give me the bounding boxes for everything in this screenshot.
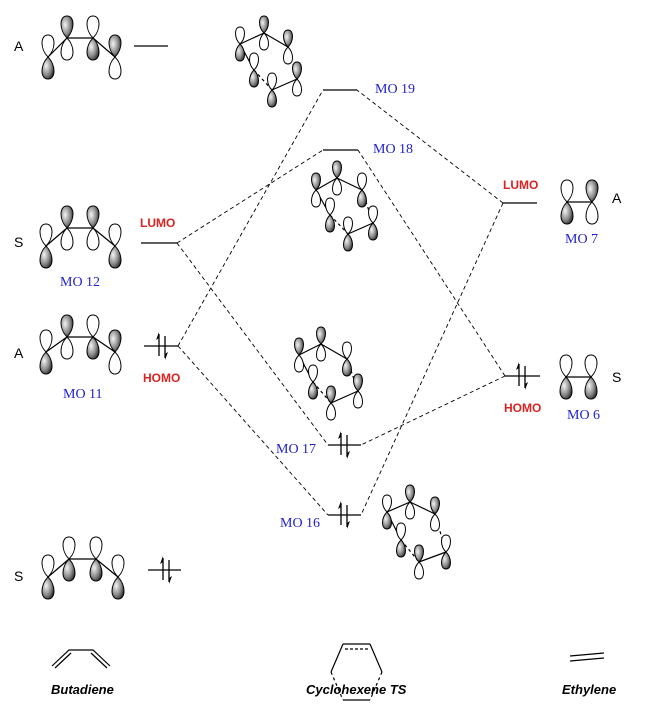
ts-orbital-mo18 bbox=[311, 160, 378, 252]
frontier-label: HOMO bbox=[143, 371, 180, 385]
correlation-homo-mo16 bbox=[177, 345, 329, 516]
frontier-label: LUMO bbox=[503, 178, 538, 192]
butadiene-orbital-homo bbox=[39, 314, 122, 375]
mo-label: MO 19 bbox=[375, 82, 415, 97]
butadiene-column: A S MO 12 LUMO A MO 11 bbox=[14, 15, 181, 600]
ethylene-structure bbox=[569, 652, 605, 662]
mo-label: MO 18 bbox=[373, 142, 413, 157]
butadiene-orbital-a-top bbox=[41, 15, 122, 80]
mo-label: MO 7 bbox=[565, 232, 598, 247]
ethylene-column: LUMO A MO 7 S HOMO MO 6 bbox=[503, 178, 622, 423]
correlation-homo-mo19 bbox=[177, 89, 324, 347]
mo-label: MO 17 bbox=[276, 442, 316, 457]
correlation-elumo-mo16 bbox=[360, 202, 504, 516]
mo-label: MO 16 bbox=[280, 516, 320, 531]
correlation-lumo-mo18 bbox=[176, 149, 324, 244]
ts-orbital-mo19 bbox=[235, 15, 302, 108]
caption-cyclohexene-ts: Cyclohexene TS bbox=[306, 682, 407, 697]
symmetry-label: S bbox=[14, 568, 23, 584]
correlation-lumo-mo17 bbox=[176, 242, 329, 446]
caption-ethylene: Ethylene bbox=[562, 682, 616, 697]
ts-orbital-mo16 bbox=[382, 484, 451, 580]
ethylene-orbital-lumo bbox=[560, 179, 599, 225]
cyclohexene-ts-structure bbox=[330, 643, 383, 701]
ethylene-orbital-homo bbox=[559, 354, 598, 400]
symmetry-label: A bbox=[612, 190, 622, 206]
mo-label: MO 11 bbox=[63, 387, 103, 402]
butadiene-structure bbox=[51, 649, 111, 669]
butadiene-orbital-lumo bbox=[39, 205, 122, 269]
symmetry-label: A bbox=[14, 345, 24, 361]
caption-butadiene: Butadiene bbox=[51, 682, 114, 697]
correlation-ehomo-mo18 bbox=[357, 149, 506, 377]
frontier-label: HOMO bbox=[504, 401, 541, 415]
symmetry-label: S bbox=[612, 369, 621, 385]
symmetry-label: A bbox=[14, 38, 24, 54]
symmetry-label: S bbox=[14, 234, 23, 250]
correlation-ehomo-mo17 bbox=[360, 375, 506, 446]
butadiene-orbital-s-bottom bbox=[41, 536, 125, 600]
ts-orbital-mo17 bbox=[294, 326, 363, 421]
correlation-elumo-mo19 bbox=[356, 89, 504, 204]
frontier-label: LUMO bbox=[140, 216, 175, 230]
correlation-lines bbox=[176, 89, 506, 516]
ts-column: MO 19 MO 18 bbox=[235, 15, 451, 580]
mo-label: MO 6 bbox=[567, 408, 600, 423]
mo-label: MO 12 bbox=[60, 275, 100, 290]
